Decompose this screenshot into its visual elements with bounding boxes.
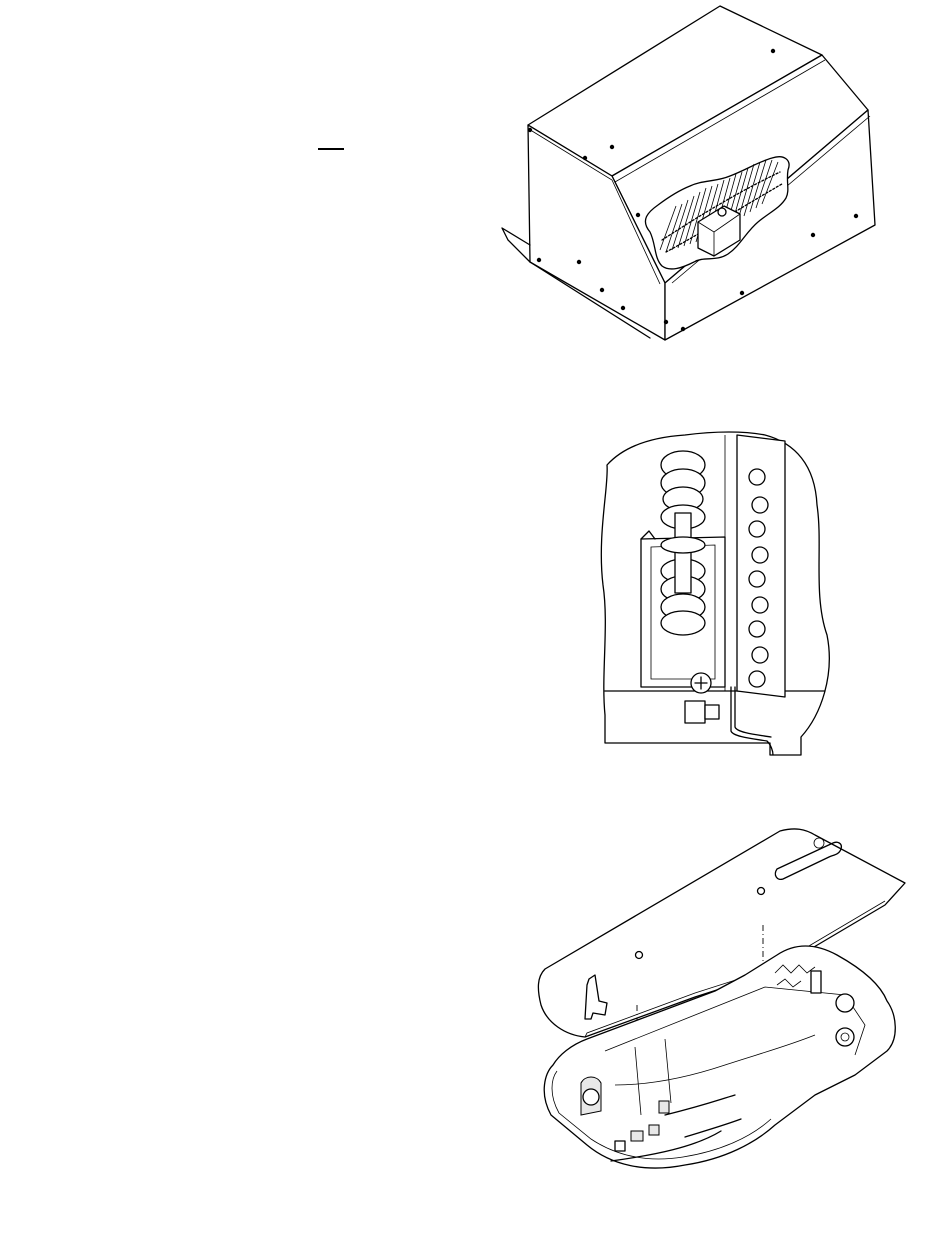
base-exploded-figure bbox=[515, 825, 925, 1185]
heater-housing-figure bbox=[490, 0, 910, 350]
heater-housing-drawing bbox=[490, 0, 910, 350]
overline-mark bbox=[318, 148, 344, 150]
element-detail-figure bbox=[595, 425, 845, 765]
base-exploded-drawing bbox=[515, 825, 925, 1185]
element-detail-drawing bbox=[595, 425, 845, 765]
